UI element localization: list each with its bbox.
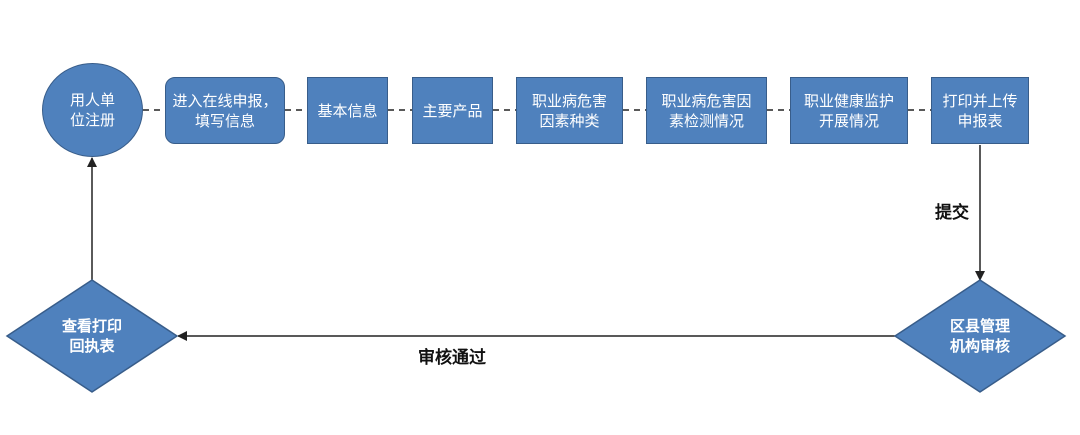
register-line2: 位注册	[69, 111, 115, 129]
print-receipt-diamond	[5, 279, 179, 393]
basic-info-label: 基本信息	[317, 101, 378, 120]
print-upload-line1: 打印并上传	[942, 91, 1018, 110]
hazard-testing-line1: 职业病危害因	[661, 91, 752, 110]
online-filing-line1: 进入在线申报，	[172, 91, 278, 110]
register-node: 用人单 位注册	[42, 63, 143, 157]
print-receipt-line1: 查看打印	[61, 317, 122, 335]
hazard-types-line1: 职业病危害	[531, 91, 607, 110]
print-receipt-line2: 回执表	[69, 337, 115, 355]
print-upload-node: 打印并上传 申报表	[931, 77, 1029, 144]
hazard-types-node: 职业病危害 因素种类	[516, 77, 623, 144]
online-filing-node: 进入在线申报， 填写信息	[165, 77, 285, 144]
register-line1: 用人单	[69, 91, 115, 109]
print-upload-line2: 申报表	[957, 111, 1003, 130]
hazard-types-line2: 因素种类	[539, 111, 600, 130]
main-products-node: 主要产品	[412, 77, 493, 144]
hazard-testing-line2: 素检测情况	[668, 111, 744, 130]
main-products-label: 主要产品	[422, 101, 483, 120]
print-receipt-label: 查看打印 回执表	[27, 306, 157, 366]
district-review-diamond	[893, 279, 1067, 393]
health-monitoring-line2: 开展情况	[818, 111, 879, 130]
approved-label: 审核通过	[418, 348, 486, 368]
district-review-line2: 机构审核	[949, 337, 1010, 355]
health-monitoring-node: 职业健康监护 开展情况	[790, 77, 908, 144]
submit-label: 提交	[935, 203, 969, 223]
district-review-label: 区县管理 机构审核	[915, 306, 1045, 366]
hazard-testing-node: 职业病危害因 素检测情况	[646, 77, 767, 144]
online-filing-line2: 填写信息	[194, 111, 255, 130]
health-monitoring-line1: 职业健康监护	[803, 91, 894, 110]
basic-info-node: 基本信息	[307, 77, 388, 144]
district-review-line1: 区县管理	[949, 317, 1010, 335]
